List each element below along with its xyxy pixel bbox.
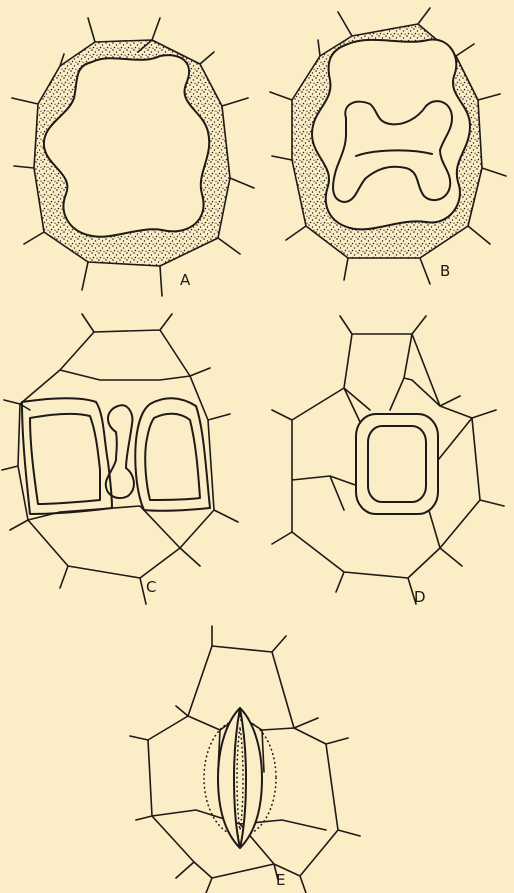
panel-b: B [269,7,507,285]
panel-c-right-subsidiary-cell [134,397,211,512]
panel-a-label: A [180,271,191,289]
panel-e-stomatal-pore [236,727,244,831]
panel-b-cell-walls [269,7,507,285]
panel-e-right-guard-cell [239,707,263,849]
panel-e-subsidiary-zone [203,719,277,837]
panel-c-guard-mother-cell [104,404,135,500]
panel-b-mother-cell [311,38,471,231]
panel-d: D [271,315,505,606]
panel-b-label: B [440,262,450,280]
panel-c-label: C [146,578,156,596]
panel-d-cell-walls [271,315,505,605]
panel-c-cell-walls [1,313,239,605]
panel-b-h-shaped-cells [332,100,453,203]
panel-d-guard-mother-cell [355,413,439,515]
panel-e-cell-walls [129,625,361,893]
panel-d-guard-mother-cell-inner [367,425,427,503]
panel-a: A [11,17,255,297]
panel-a-cell-walls [11,17,255,297]
panel-c-left-subsidiary-inner [29,412,101,505]
panel-e: E [129,625,361,893]
panel-a-central-cell [42,54,211,238]
panel-c: C [1,313,239,605]
panel-c-left-subsidiary-cell [21,397,113,515]
panel-e-label: E [276,871,285,889]
panel-c-right-subsidiary-inner [144,412,201,501]
panel-d-label: D [414,588,426,606]
